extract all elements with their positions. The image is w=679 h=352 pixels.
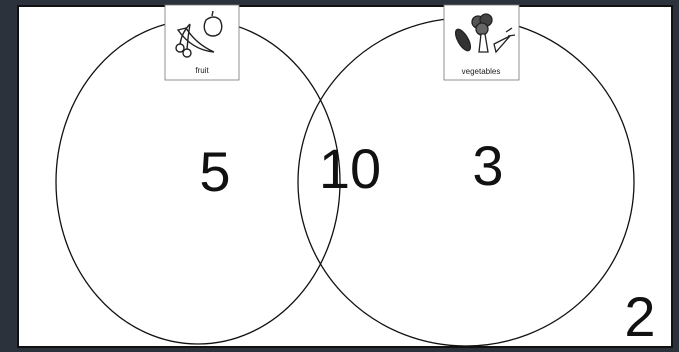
neither-count: 2 [624,285,655,348]
vegetables-label-card: vegetables [444,5,519,80]
both-count: 10 [319,137,381,200]
vegetables-only-count: 3 [472,134,503,197]
fruit-only-count: 5 [199,140,230,203]
fruit-label-card: fruit [165,5,239,80]
vegetables-label: vegetables [462,67,501,76]
fruit-label: fruit [195,66,209,75]
